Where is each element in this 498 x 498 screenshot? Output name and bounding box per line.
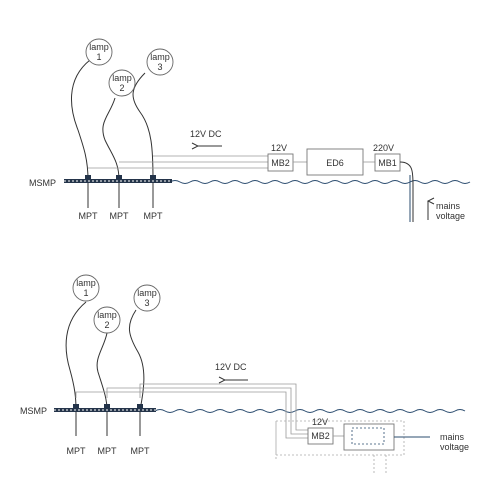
top-diagram: lamp 1 lamp 2 lamp 3 12V DC 12V MB2 ED6 … bbox=[29, 38, 471, 222]
top-mains-line1: mains bbox=[436, 201, 461, 211]
bottom-msmp-track bbox=[54, 408, 156, 412]
top-lamp-2-num: 2 bbox=[119, 83, 124, 93]
top-lamp1-cable bbox=[71, 59, 91, 181]
bottom-lamp-2-icon bbox=[93, 306, 121, 334]
bottom-lamp-3-icon bbox=[133, 284, 161, 312]
bottom-enclosure-outline bbox=[275, 420, 405, 456]
top-mains-line2: voltage bbox=[436, 211, 465, 221]
bottom-lamp-3-name: lamp bbox=[137, 288, 157, 298]
top-lamp-2-name: lamp bbox=[112, 73, 132, 83]
bottom-water-line bbox=[154, 409, 466, 413]
top-lamp-3-name: lamp bbox=[150, 52, 170, 62]
bottom-mains-line2: voltage bbox=[440, 442, 469, 452]
top-mpt-1-label: MPT bbox=[79, 211, 99, 221]
bottom-dc-label: 12V DC bbox=[215, 362, 247, 372]
top-mpt-2-connector bbox=[116, 175, 122, 180]
top-mains-cable bbox=[399, 161, 414, 222]
bottom-supply-cables bbox=[75, 383, 308, 439]
top-12v-label: 12V bbox=[271, 143, 287, 153]
top-lamp2-cable bbox=[102, 97, 120, 181]
top-mb1-label: MB1 bbox=[378, 158, 397, 168]
bottom-lamp-1-icon bbox=[72, 274, 100, 302]
bottom-lamp-2-name: lamp bbox=[97, 310, 117, 320]
bottom-mb2-label: MB2 bbox=[311, 431, 330, 441]
bottom-diagram: lamp 1 lamp 2 lamp 3 12V DC 12V MB2 main bbox=[20, 274, 469, 475]
bottom-lamp3-cable bbox=[129, 309, 145, 411]
top-mb2-label: MB2 bbox=[271, 158, 290, 168]
top-dc-label: 12V DC bbox=[190, 129, 222, 139]
top-mpt-1-connector bbox=[85, 175, 91, 180]
top-lamp-2-icon bbox=[108, 69, 136, 97]
top-220v-label: 220V bbox=[373, 143, 394, 153]
top-lamp-3-icon bbox=[146, 48, 174, 76]
bottom-mpt-1-connector bbox=[73, 404, 79, 409]
bottom-mpt-3-label: MPT bbox=[131, 446, 151, 456]
bottom-lamp-2-num: 2 bbox=[104, 320, 109, 330]
bottom-lamp-3-num: 3 bbox=[144, 298, 149, 308]
bottom-12v-label: 12V bbox=[312, 417, 328, 427]
bottom-lamp-1-num: 1 bbox=[83, 288, 88, 298]
top-supply-cables bbox=[88, 155, 268, 169]
top-lamp-1-name: lamp bbox=[89, 42, 109, 52]
top-mpt-2-label: MPT bbox=[110, 211, 130, 221]
bottom-lamp2-cable bbox=[96, 332, 108, 411]
top-mpt-3-connector bbox=[150, 175, 156, 180]
top-msmp-label: MSMP bbox=[29, 178, 56, 188]
bottom-mpt-1-label: MPT bbox=[67, 446, 87, 456]
bottom-msmp-label: MSMP bbox=[20, 406, 47, 416]
top-lamp-1-icon bbox=[85, 38, 113, 66]
bottom-ed6-inner bbox=[351, 427, 385, 445]
top-ed6-label: ED6 bbox=[326, 158, 344, 168]
top-water-line bbox=[169, 180, 471, 184]
top-lamp3-cable bbox=[132, 72, 154, 181]
bottom-mains-line1: mains bbox=[440, 432, 465, 442]
bottom-lamp-1-name: lamp bbox=[76, 278, 96, 288]
bottom-mpt-2-connector bbox=[104, 404, 110, 409]
top-mb2-box bbox=[267, 153, 294, 172]
top-lamp-3-num: 3 bbox=[157, 62, 162, 72]
top-mpt-3-label: MPT bbox=[144, 211, 164, 221]
top-lamp-1-num: 1 bbox=[96, 52, 101, 62]
bottom-mpt-2-label: MPT bbox=[98, 446, 118, 456]
bottom-lamp1-cable bbox=[65, 301, 87, 411]
bottom-mpt-3-connector bbox=[137, 404, 143, 409]
